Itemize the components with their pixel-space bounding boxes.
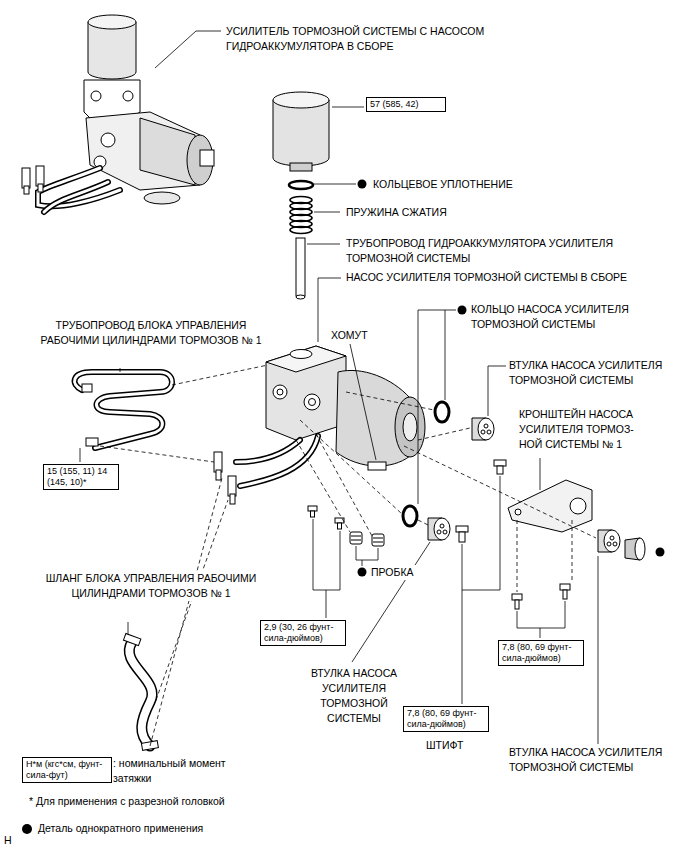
note-text: * Для применения с разрезной головкой bbox=[28, 794, 348, 809]
torque-box: 7,8 (80, 69 фунт-сила-дюймов) bbox=[403, 706, 489, 732]
part-label: ПРУЖИНА СЖАТИЯ bbox=[345, 205, 545, 220]
torque-box: 15 (155, 11) 14 (145, 10)* bbox=[43, 464, 119, 490]
legend-text: Деталь однократного применения bbox=[38, 821, 203, 836]
part-label: ВТУЛКА НАСОСА УСИЛИТЕЛЯ ТОРМОЗНОЙ СИСТЕМ… bbox=[508, 358, 686, 388]
torque-box: 2,9 (30, 26 фунт-сила-дюймов) bbox=[260, 620, 346, 646]
figure-code: H bbox=[3, 833, 23, 848]
torque-value: 7,8 (80, 69 фунт-сила-дюймов) bbox=[502, 642, 580, 664]
legend-row: Деталь однократного применения bbox=[22, 821, 203, 836]
torque-value: Н*м (кгс*см, фунт-сила-фут) bbox=[26, 759, 108, 781]
part-label: ХОМУТ bbox=[330, 328, 386, 343]
part-label: УСИЛИТЕЛЬ ТОРМОЗНОЙ СИСТЕМЫ С НАСОСОМ ГИ… bbox=[225, 24, 525, 54]
torque-value: 7,8 (80, 69 фунт-сила-дюймов) bbox=[407, 708, 485, 730]
note-text: : номинальный момент затяжки bbox=[112, 756, 242, 786]
part-label: ШТИФТ bbox=[425, 738, 485, 753]
torque-value: 15 (155, 11) 14 (145, 10)* bbox=[47, 466, 115, 488]
torque-value: 57 (585, 42) bbox=[370, 99, 442, 110]
part-label: КОЛЬЦЕВОЕ УПЛОТНЕНИЕ bbox=[372, 177, 572, 192]
part-label: ТРУБОПРОВОД ГИДРОАККУМУЛЯТОРА УСИЛИТЕЛЯ … bbox=[345, 236, 670, 266]
part-label: ВТУЛКА НАСОСА УСИЛИТЕЛЯ ТОРМОЗНОЙ СИСТЕМ… bbox=[300, 666, 408, 726]
part-label: ТРУБОПРОВОД БЛОКА УПРАВЛЕНИЯ РАБОЧИМИ ЦИ… bbox=[36, 318, 266, 348]
part-label: КРОНШТЕЙН НАСОСА УСИЛИТЕЛЯ ТОРМОЗ- НОЙ С… bbox=[518, 407, 658, 452]
single-use-dot bbox=[22, 824, 32, 834]
part-label: ПРОБКА bbox=[370, 565, 450, 580]
torque-box: 7,8 (80, 69 фунт-сила-дюймов) bbox=[498, 640, 584, 666]
part-label: НАСОС УСИЛИТЕЛЯ ТОРМОЗНОЙ СИСТЕМЫ В СБОР… bbox=[345, 270, 635, 285]
part-label: КОЛЬЦО НАСОСА УСИЛИТЕЛЯ ТОРМОЗНОЙ СИСТЕМ… bbox=[470, 302, 682, 332]
torque-value: 2,9 (30, 26 фунт-сила-дюймов) bbox=[264, 622, 342, 644]
part-label: ВТУЛКА НАСОСА УСИЛИТЕЛЯ ТОРМОЗНОЙ СИСТЕМ… bbox=[508, 745, 686, 775]
part-label: ШЛАНГ БЛОКА УПРАВЛЕНИЯ РАБОЧИМИ ЦИЛИНДРА… bbox=[36, 571, 266, 601]
torque-box: 57 (585, 42) bbox=[366, 97, 446, 112]
torque-box: Н*м (кгс*см, фунт-сила-фут) bbox=[22, 757, 112, 783]
